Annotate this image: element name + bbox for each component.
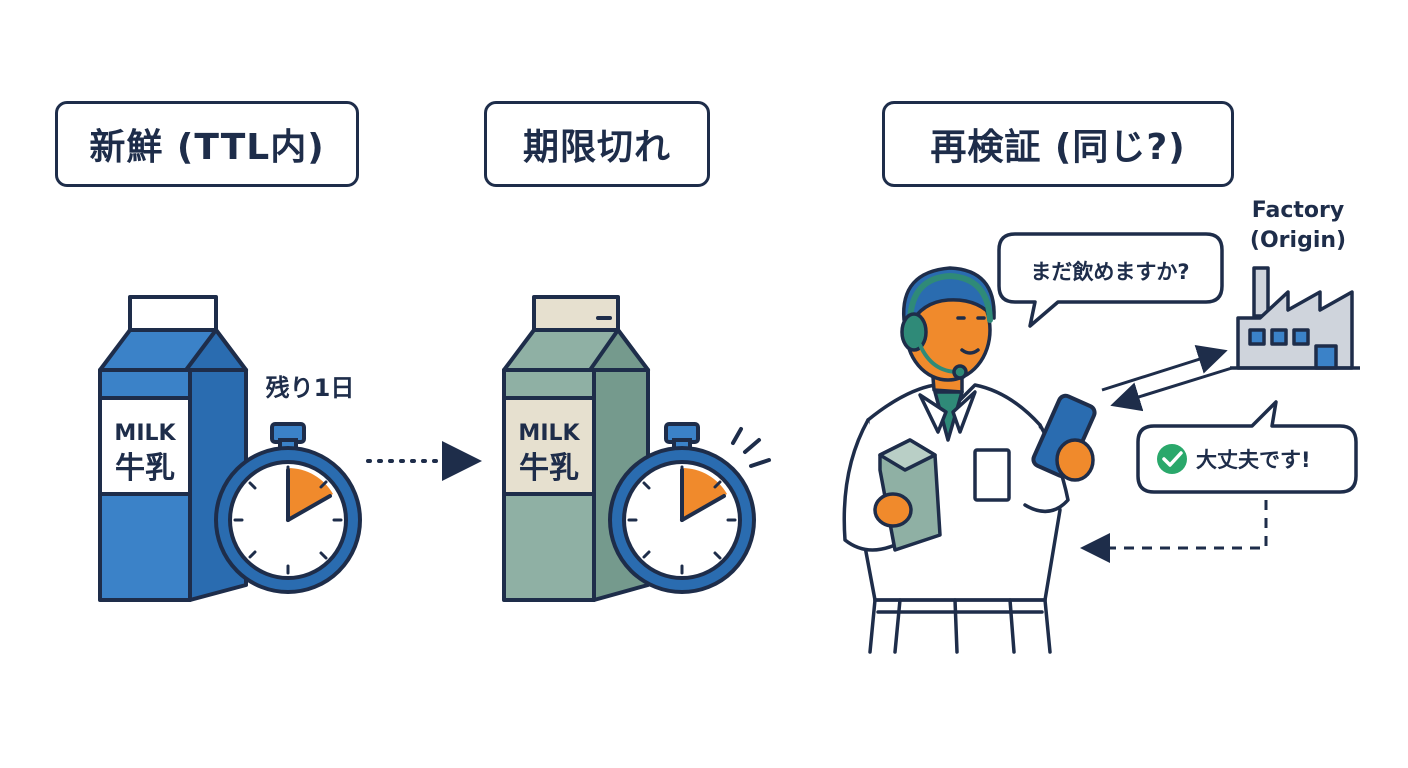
fresh-timer-note: 残り1日 — [266, 374, 355, 402]
expired-carton-label-jp: 牛乳 — [519, 451, 579, 486]
factory-label-line1: Factory — [1252, 198, 1344, 223]
fresh-stopwatch-icon — [214, 422, 362, 594]
speech-answer-text: 大丈夫です! — [1196, 448, 1311, 472]
response-arrow — [1110, 366, 1233, 412]
question-speech-bubble — [997, 232, 1224, 328]
fresh-carton-label-jp: 牛乳 — [115, 451, 175, 486]
expired-carton-label-en: MILK — [518, 421, 580, 446]
stage-expired-title: 期限切れ — [484, 101, 710, 187]
request-arrow — [1101, 344, 1228, 392]
factory-icon — [1230, 266, 1360, 370]
stage-revalidate-title: 再検証 (同じ?) — [882, 101, 1234, 187]
fresh-carton-label-en: MILK — [114, 421, 176, 446]
check-circle-icon — [1157, 444, 1187, 474]
expired-stopwatch-icon — [608, 422, 771, 594]
stage-fresh-title: 新鮮 (TTL内) — [55, 101, 359, 187]
smartphone-icon — [1031, 393, 1097, 482]
expired-milk-carton-icon — [502, 295, 650, 602]
answer-speech-bubble — [1136, 400, 1358, 494]
fresh-milk-carton-icon — [98, 295, 248, 602]
alarm-ring-marks — [731, 427, 771, 468]
speech-question-text: まだ飲めますか? — [1030, 260, 1189, 284]
return-arrow-dashed — [1080, 500, 1268, 563]
factory-label-line2: (Origin) — [1250, 228, 1346, 253]
support-worker-figure — [842, 266, 1070, 654]
